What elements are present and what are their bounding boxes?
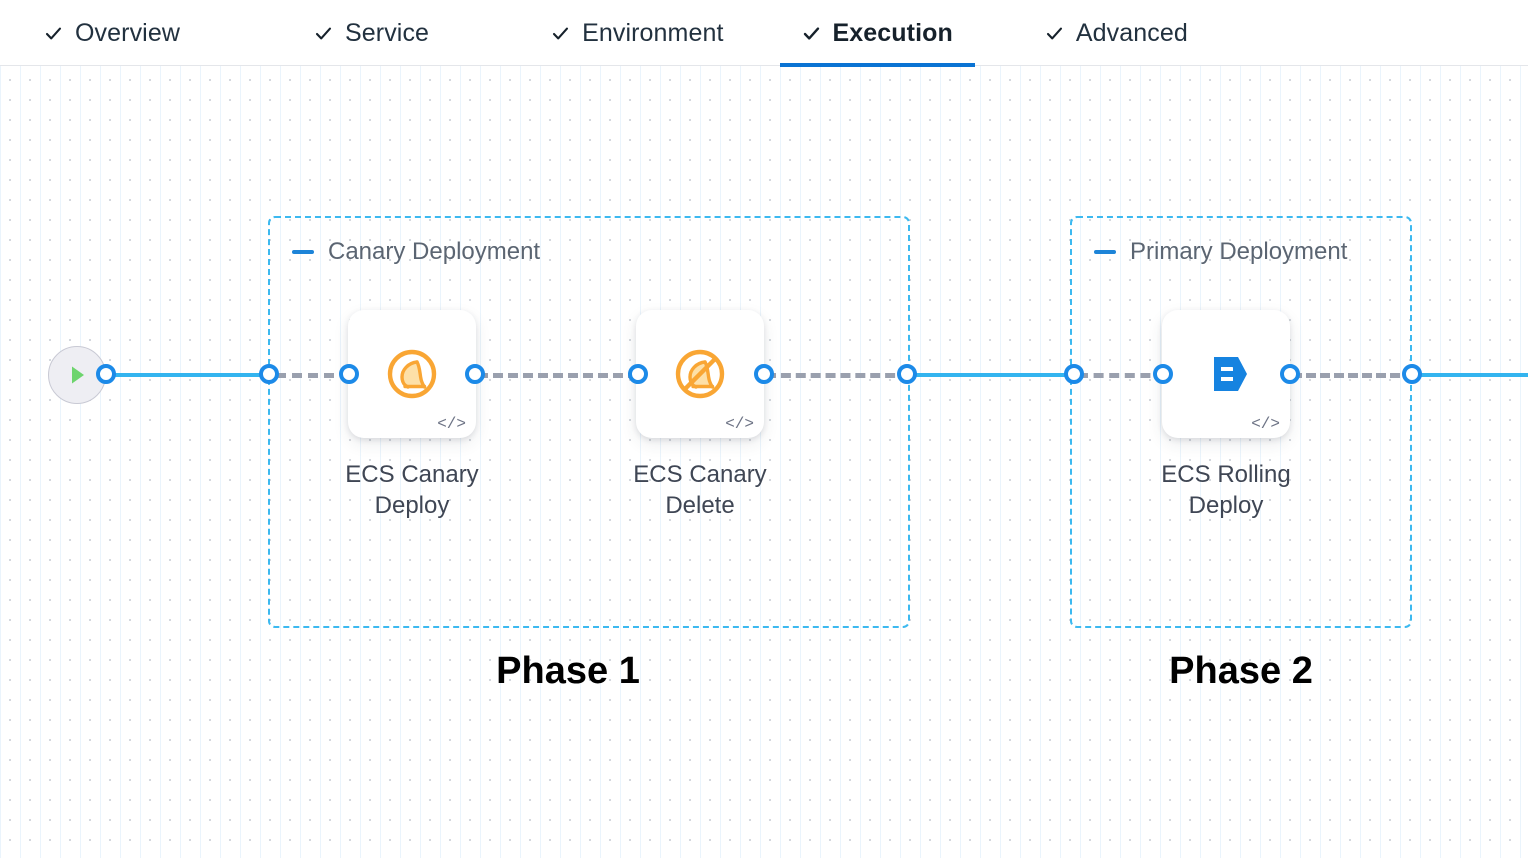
code-icon[interactable]: </> xyxy=(725,415,754,433)
connector-dot-rolling-deploy-in[interactable] xyxy=(1153,364,1173,384)
canary-bird-icon xyxy=(383,345,441,403)
stage-group-primary-deployment[interactable]: Primary Deployment xyxy=(1070,216,1412,628)
connector-dot-primary-group-out[interactable] xyxy=(1402,364,1422,384)
stage-group-canary-deployment-header: Canary Deployment xyxy=(292,240,540,264)
tab-execution-label: Execution xyxy=(832,18,953,47)
connector-dot-canary-deploy-in[interactable] xyxy=(339,364,359,384)
phase-label-2: Phase 2 xyxy=(1169,650,1313,692)
pipeline-canvas[interactable]: Canary Deployment Primary Deployment xyxy=(0,66,1528,858)
tab-overview[interactable]: Overview xyxy=(22,0,202,66)
connector-dot-canary-deploy-out[interactable] xyxy=(465,364,485,384)
tab-environment-label: Environment xyxy=(582,18,724,47)
minus-icon[interactable] xyxy=(292,250,314,254)
node-label-line-2: Deploy xyxy=(1188,491,1264,519)
node-label-line-1: ECS Canary xyxy=(345,461,479,488)
stage-group-primary-deployment-header: Primary Deployment xyxy=(1094,240,1347,264)
phase-label-1: Phase 1 xyxy=(496,650,640,692)
connector-dot-rolling-deploy-out[interactable] xyxy=(1280,364,1300,384)
tab-overview-label: Overview xyxy=(75,18,180,47)
stage-group-primary-deployment-title: Primary Deployment xyxy=(1130,238,1348,265)
tab-advanced[interactable]: Advanced xyxy=(1023,0,1210,66)
play-icon xyxy=(64,362,90,388)
code-icon[interactable]: </> xyxy=(1251,415,1280,433)
edge-start-to-canary-group xyxy=(105,373,270,377)
edge-canary-group-to-canary-deploy xyxy=(276,373,350,378)
tab-advanced-label: Advanced xyxy=(1075,18,1188,47)
tab-environment[interactable]: Environment xyxy=(529,0,745,66)
connector-dot-canary-group-in[interactable] xyxy=(259,364,279,384)
node-ecs-canary-deploy-label: ECS Canary Deploy xyxy=(317,460,507,521)
tab-service-label: Service xyxy=(345,18,430,47)
tab-execution[interactable]: Execution xyxy=(779,0,976,67)
node-ecs-canary-delete-label: ECS Canary Delete xyxy=(605,460,795,521)
node-label-line-1: ECS Canary xyxy=(633,461,767,488)
wizard-tab-bar: Overview Service Environment Execution A xyxy=(0,0,1528,67)
check-icon xyxy=(551,24,570,43)
node-ecs-rolling-deploy[interactable]: </> xyxy=(1162,310,1290,438)
connector-dot-canary-delete-in[interactable] xyxy=(628,364,648,384)
minus-icon[interactable] xyxy=(1094,250,1116,254)
edge-primary-group-to-rolling-deploy xyxy=(1078,373,1166,378)
node-ecs-canary-deploy[interactable]: </> xyxy=(348,310,476,438)
stage-group-canary-deployment-title: Canary Deployment xyxy=(328,238,541,265)
check-icon xyxy=(314,24,333,43)
connector-dot-primary-group-in[interactable] xyxy=(1064,364,1084,384)
node-ecs-canary-delete[interactable]: </> xyxy=(636,310,764,438)
ecs-rolling-deploy-icon xyxy=(1197,345,1255,403)
edge-canary-delete-to-group-exit xyxy=(766,373,910,378)
node-label-line-2: Delete xyxy=(665,491,735,519)
check-icon xyxy=(802,24,821,43)
node-ecs-rolling-deploy-label: ECS Rolling Deploy xyxy=(1131,460,1321,521)
tab-service[interactable]: Service xyxy=(292,0,451,66)
edge-canary-deploy-to-canary-delete xyxy=(478,373,638,378)
edge-canary-group-to-primary-group xyxy=(910,373,1076,377)
check-icon xyxy=(1045,24,1064,43)
node-label-line-2: Deploy xyxy=(374,491,450,519)
connector-dot-canary-delete-out[interactable] xyxy=(754,364,774,384)
check-icon xyxy=(44,24,63,43)
canary-bird-delete-icon xyxy=(671,345,729,403)
stage-group-canary-deployment[interactable]: Canary Deployment xyxy=(268,216,910,628)
connector-dot-start-out[interactable] xyxy=(96,364,116,384)
code-icon[interactable]: </> xyxy=(437,415,466,433)
edge-primary-group-to-next xyxy=(1414,373,1528,377)
node-label-line-1: ECS Rolling xyxy=(1161,461,1291,488)
connector-dot-canary-group-out[interactable] xyxy=(897,364,917,384)
edge-rolling-deploy-to-group-exit xyxy=(1292,373,1414,378)
